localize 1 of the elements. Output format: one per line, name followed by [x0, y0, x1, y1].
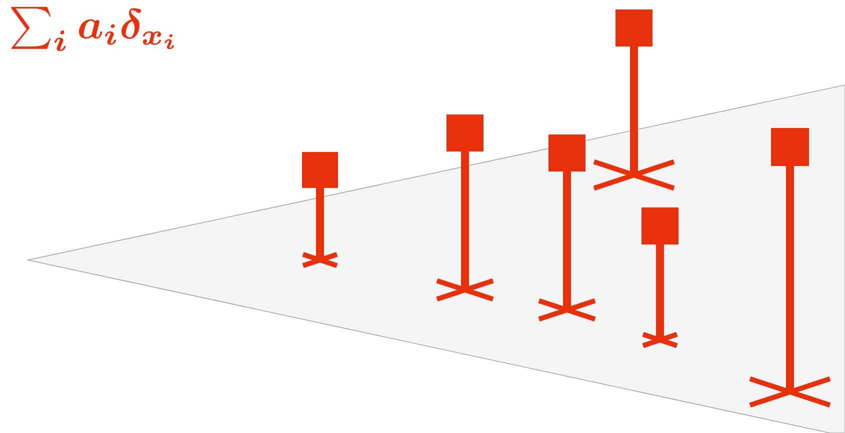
formula-label: $\sum_i a_i \delta_{x_i}$ [11, 6, 174, 52]
